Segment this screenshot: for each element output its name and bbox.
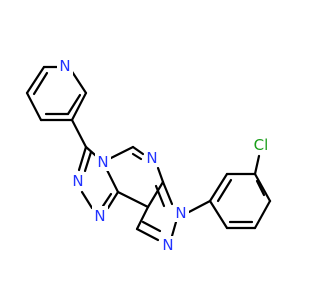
bond bbox=[208, 172, 229, 203]
atom-label-cl: Cl bbox=[254, 136, 269, 154]
bond bbox=[70, 91, 88, 122]
atom-label-n: N bbox=[146, 149, 157, 167]
double-bond bbox=[101, 192, 113, 208]
bond bbox=[25, 91, 43, 122]
double-bond bbox=[32, 71, 49, 96]
bond bbox=[170, 220, 178, 238]
bond bbox=[156, 166, 165, 184]
bond bbox=[208, 199, 229, 230]
double-bond bbox=[255, 179, 266, 197]
bond bbox=[116, 190, 150, 209]
double-bond bbox=[131, 152, 143, 161]
bond bbox=[77, 145, 88, 172]
chlorophenyl-ring bbox=[208, 172, 272, 230]
bond bbox=[253, 154, 261, 176]
atom-label-n: N bbox=[175, 204, 186, 222]
bond bbox=[253, 199, 272, 230]
bond bbox=[161, 180, 174, 206]
pyrazole-ring bbox=[135, 180, 178, 242]
double-bond bbox=[141, 220, 162, 233]
double-bond bbox=[216, 178, 233, 203]
atom-label-n: N bbox=[162, 236, 173, 254]
bond bbox=[135, 205, 150, 231]
chemical-structure-diagram: N N N N N N N Cl bbox=[25, 57, 272, 254]
atom-label-n: N bbox=[94, 207, 105, 225]
atom-label-n: N bbox=[72, 172, 83, 190]
atom-labels: N N N N N N N Cl bbox=[57, 57, 272, 254]
bond bbox=[131, 145, 145, 156]
bond bbox=[135, 227, 160, 242]
double-bond bbox=[154, 184, 166, 208]
bond bbox=[80, 190, 94, 210]
bond bbox=[146, 180, 165, 209]
bond bbox=[187, 199, 212, 214]
double-bond bbox=[83, 150, 93, 173]
pyridine-ring bbox=[25, 65, 88, 122]
bond bbox=[253, 172, 272, 203]
bond bbox=[106, 190, 120, 210]
atom-label-n: N bbox=[59, 57, 70, 75]
double-bond bbox=[66, 93, 82, 116]
bond bbox=[25, 65, 46, 95]
atom-label-n: N bbox=[97, 153, 108, 171]
bond bbox=[70, 118, 88, 149]
